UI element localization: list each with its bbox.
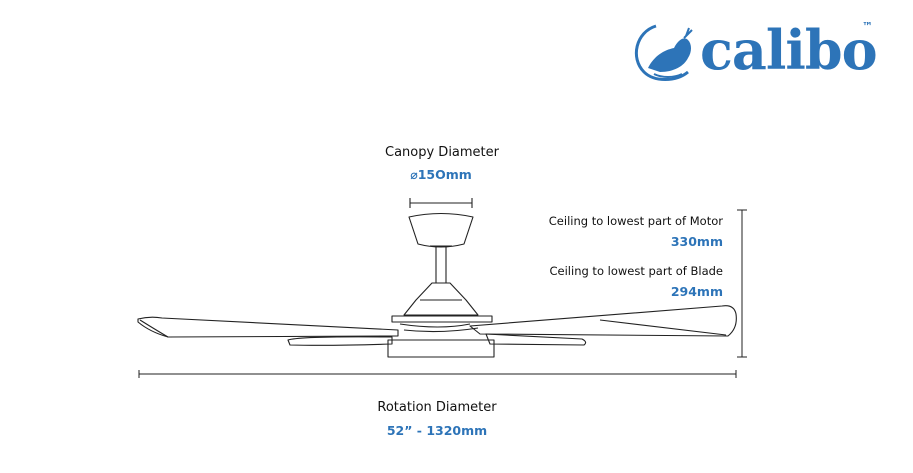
motor-height-label: Ceiling to lowest part of Motor	[548, 214, 723, 228]
rotation-diameter-value: 52” - 1320mm	[386, 423, 488, 438]
height-dimension-line	[737, 209, 747, 358]
motor-housing	[403, 282, 479, 316]
front-right-blade	[485, 333, 587, 346]
calibo-logo: calibo ™	[626, 18, 886, 84]
canopy-dimension-line	[409, 198, 473, 208]
brand-name: calibo	[700, 18, 878, 82]
left-blade	[137, 316, 399, 338]
canopy	[408, 212, 474, 248]
motor-height-value: 330mm	[670, 234, 723, 249]
blade-height-label: Ceiling to lowest part of Blade	[549, 264, 724, 278]
downrod	[435, 247, 447, 283]
rotation-dimension-line	[138, 370, 737, 378]
rotation-diameter-label: Rotation Diameter	[377, 400, 497, 415]
bird-logo-icon	[634, 24, 693, 81]
canopy-diameter-value: ⌀15Omm	[410, 167, 472, 182]
trademark-symbol: ™	[862, 20, 873, 33]
right-blade	[469, 305, 737, 337]
blade-height-value: 294mm	[670, 284, 723, 299]
front-left-blade	[287, 336, 393, 346]
canopy-diameter-label: Canopy Diameter	[384, 145, 500, 160]
